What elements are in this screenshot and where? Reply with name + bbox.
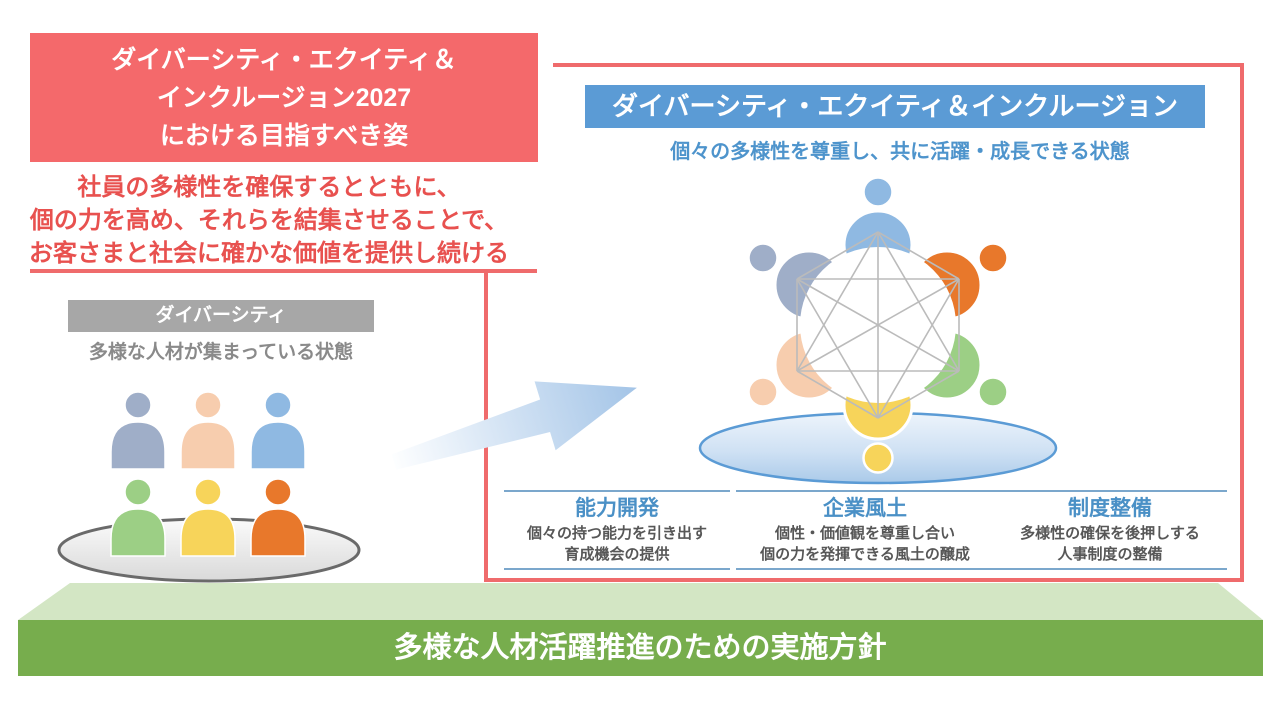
vision-underline [30,269,537,273]
person-head [124,391,152,419]
person-icon-slate [110,391,166,470]
pillar-line: 育成機会の提供 [564,546,670,563]
vision-line3: お客さまと社会に確かな価値を提供し続ける [29,240,509,267]
vision-line1: 社員の多様性を確保するとともに、 [77,174,461,201]
inclusion-network-graphic [698,176,1058,485]
vision-line2: 個の力を高め、それらを結集させることで、 [29,207,509,234]
person-body [180,421,236,470]
person-icon-blue [250,391,306,470]
network-head-orange [977,242,1009,274]
person-body [250,421,306,470]
pillar-title: 能力開発 [575,497,659,520]
diversity-people-graphic [57,391,361,583]
person-icon-orange [250,478,306,557]
pillar-line: 人事制度の整備 [1057,546,1163,563]
person-head [194,478,222,506]
pillar-line: 多様性の確保を後押しする [1020,525,1200,542]
person-icon-green [110,478,166,557]
network-head-blue [862,176,894,208]
person-icon-yellow [180,478,236,557]
person-body [250,508,306,557]
network-head-yellow [862,442,894,474]
right-panel-border-right [1240,63,1244,582]
person-head [194,391,222,419]
vision-statement: 社員の多様性を確保するとともに、 個の力を高め、それらを結集させることで、 お客… [4,171,534,270]
dei-header: ダイバーシティ・エクイティ＆インクルージョン [585,85,1205,128]
implementation-policy-banner: 多様な人材活躍推進のための実施方針 [393,632,887,664]
pillar-title: 制度整備 [1068,497,1152,520]
transition-arrow-icon [391,381,637,470]
pillar-line: 個々の持つ能力を引き出す [526,525,707,542]
pillar-corporate-culture: 企業風土 個性・価値観を尊重し合い 個の力を発揮できる風土の醸成 [736,490,994,570]
dei2027-title-line2: インクルージョン2027 [156,84,412,112]
network-head-green [977,376,1009,408]
dei-subtitle: 個々の多様性を尊重し、共に活躍・成長できる状態 [670,141,1130,163]
pillar-skill-development: 能力開発 個々の持つ能力を引き出す 育成機会の提供 [504,490,730,570]
diversity-caption: 多様な人材が集まっている状態 [88,342,354,363]
diversity-label: ダイバーシティ [68,300,374,332]
pillar-line: 個の力を発揮できる風土の醸成 [760,546,970,563]
network-lines [796,231,960,419]
dei2027-title-line1: ダイバーシティ・エクイティ＆ [111,46,457,74]
platform-front-face [18,620,1263,676]
person-head [124,478,152,506]
person-body [110,508,166,557]
person-body [180,508,236,557]
person-head [264,478,292,506]
person-body [110,421,166,470]
network-head-peach [747,376,779,408]
platform-graphic [18,583,1263,676]
right-panel-border-bottom [484,578,1244,582]
pillar-line: 個性・価値観を尊重し合い [774,525,955,542]
network-head-slate [747,242,779,274]
right-panel-border-top [553,63,1244,67]
dei2027-title-line3: における目指すべき姿 [159,122,409,150]
pillar-hr-systems: 制度整備 多様性の確保を後押しする 人事制度の整備 [993,490,1227,570]
person-head [264,391,292,419]
arrow-shape [391,381,637,470]
platform-top-face [18,583,1263,620]
person-icon-peach [180,391,236,470]
dei2027-title-box: ダイバーシティ・エクイティ＆ インクルージョン2027 における目指すべき姿 [30,33,538,162]
pillar-title: 企業風土 [823,497,907,520]
